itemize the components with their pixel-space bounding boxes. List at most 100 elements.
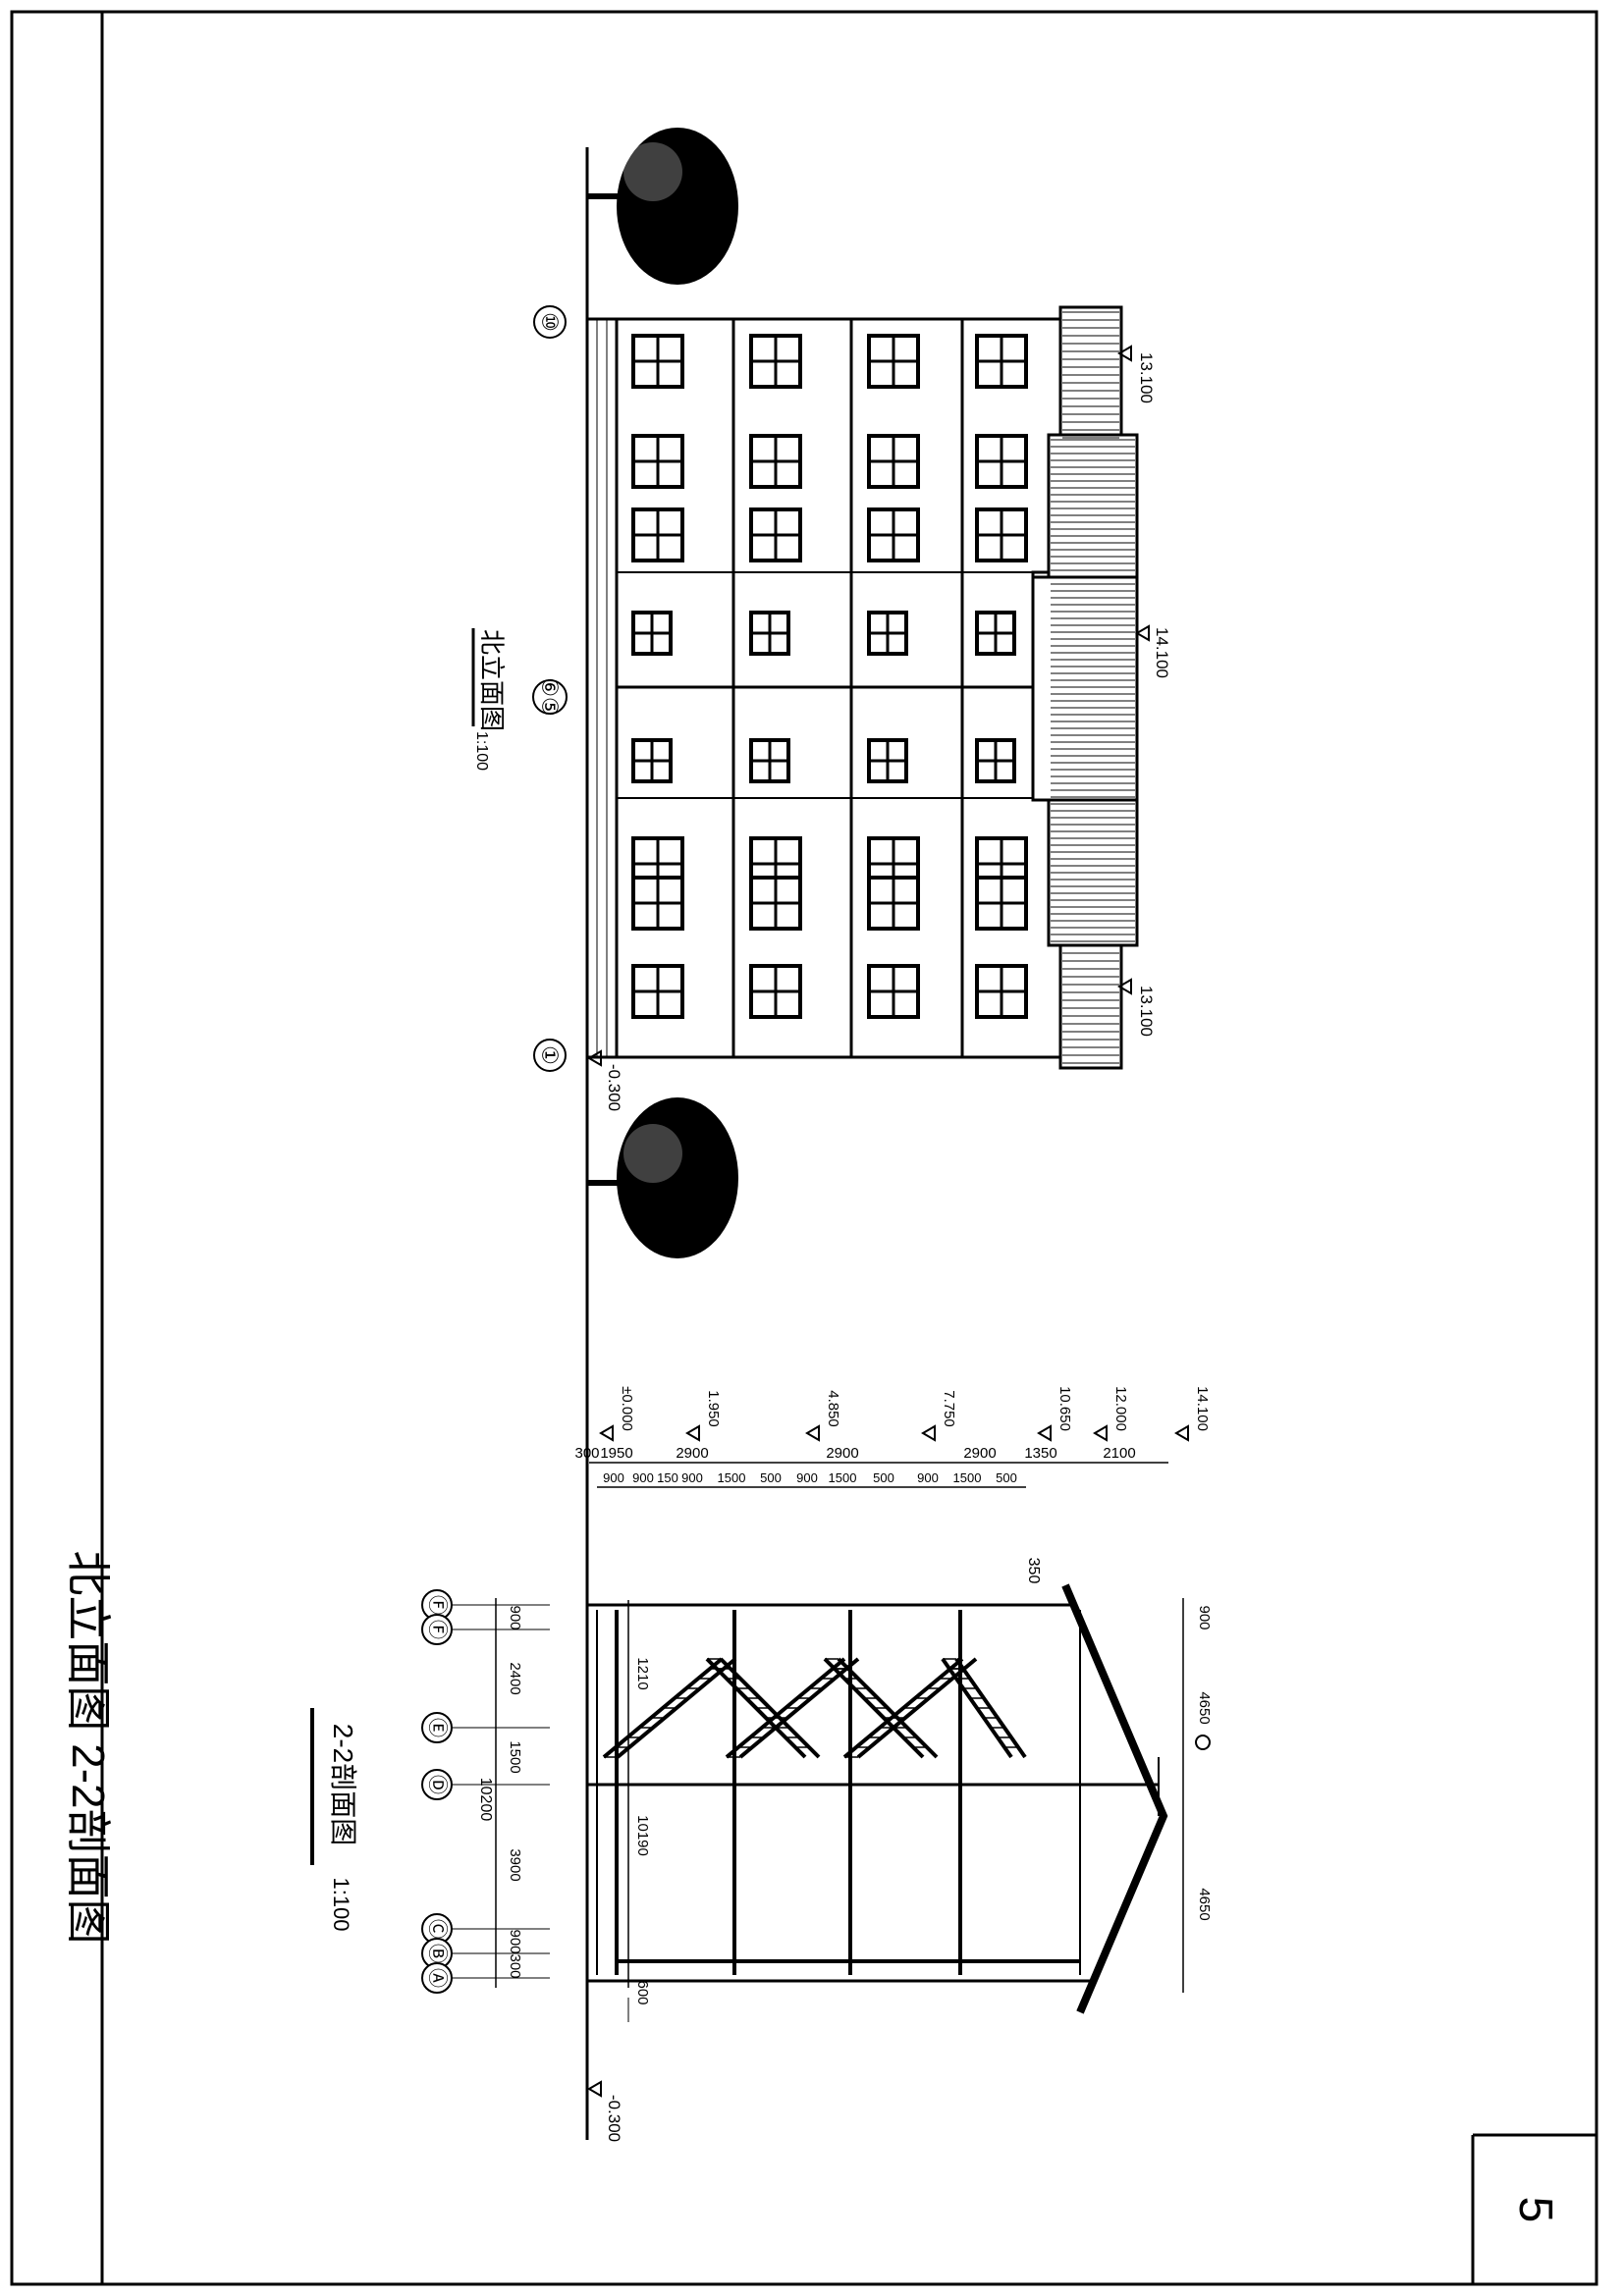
svg-text:Ⓑ: Ⓑ [426, 1944, 449, 1963]
stair-flight [705, 1657, 821, 1759]
level-eave-left: 13.100 [1117, 978, 1156, 1037]
axis-left: ① [533, 1039, 567, 1072]
section-axes: Ⓕ Ⓕ Ⓔ Ⓓ Ⓒ ⒷⒶ [421, 1589, 550, 1994]
elevation-windows [631, 334, 1028, 1019]
level-mark: 12.000 [1093, 1386, 1129, 1442]
level-mark: ±0.000 [599, 1386, 635, 1442]
section-axis-bubble: Ⓕ [421, 1614, 550, 1645]
svg-text:Ⓒ: Ⓒ [426, 1919, 449, 1939]
height-dim-inner: 1500 [953, 1470, 982, 1485]
parapet-dim: 350 [1025, 1558, 1042, 1584]
level-ground: -0.300 [587, 1049, 623, 1111]
sheet-title: 北立面图 2-2剖面图 [63, 1550, 114, 1944]
section-axis-bubble: Ⓐ [421, 1962, 550, 1994]
svg-text:13.100: 13.100 [1137, 352, 1156, 403]
elevation-window [867, 334, 920, 389]
height-dim-inner: 1500 [718, 1470, 746, 1485]
level-mark: 14.100 [1174, 1386, 1211, 1442]
stair-flight [602, 1657, 737, 1759]
svg-text:13.100: 13.100 [1137, 986, 1156, 1037]
height-dim-outer: 2900 [676, 1445, 708, 1462]
section-ground-level: -0.300 [605, 2095, 623, 2142]
elevation-window [867, 738, 908, 783]
elevation-window [975, 334, 1028, 389]
elevation-window [749, 876, 802, 931]
axis-dim: 900 [507, 1605, 523, 1629]
elevation-window [749, 507, 802, 562]
section-bottom-dims: 600 10190 1210 [627, 1600, 651, 2005]
height-dim-outer: 1350 [1024, 1445, 1056, 1462]
elevation-window [749, 611, 790, 656]
bottom-dim: 600 [634, 1980, 651, 2004]
height-dim-inner: 900 [681, 1470, 703, 1485]
section-axis-bubble: Ⓔ [421, 1712, 550, 1743]
svg-text:14.100: 14.100 [1194, 1386, 1211, 1431]
elevation-window [867, 507, 920, 562]
axis-dim: 300 [507, 1953, 523, 1978]
elevation-window [975, 738, 1016, 783]
axis-middle: ⑥⑤ [532, 677, 568, 717]
level-mark: 4.850 [805, 1390, 841, 1442]
svg-text:⑥⑤: ⑥⑤ [538, 677, 563, 716]
elevation-window [867, 876, 920, 931]
roof [1031, 305, 1139, 1070]
svg-text:Ⓔ: Ⓔ [426, 1718, 449, 1737]
height-dim-inner: 900 [632, 1470, 654, 1485]
svg-text:4.850: 4.850 [825, 1390, 841, 1427]
elevation-window [975, 434, 1028, 489]
roof-hatch [1051, 311, 1135, 1064]
roof-dim: 4650 [1196, 1691, 1213, 1724]
height-dim-inner: 150 [657, 1470, 678, 1485]
height-dim-inner: 900 [603, 1470, 624, 1485]
elevation-window [749, 964, 802, 1019]
height-dim-inner: 500 [760, 1470, 782, 1485]
axis-dim: 1500 [507, 1740, 523, 1773]
roof-dim: 900 [1196, 1605, 1213, 1629]
stairs [602, 1657, 1027, 1759]
elevation-window [975, 876, 1028, 931]
height-dim-outer: 1950 [600, 1445, 632, 1462]
axis-right: ⑩ [533, 305, 567, 339]
bottom-dim: 1210 [634, 1657, 651, 1689]
page-number: 5 [1509, 2197, 1561, 2223]
tree-top [587, 128, 738, 285]
svg-text:±0.000: ±0.000 [619, 1386, 635, 1431]
north-elevation: ① ⑥⑤ ⑩ -0.300 13.100 14.100 13.100 北 [471, 128, 1171, 2140]
stair-flight [823, 1657, 939, 1759]
roof-dim: 4650 [1196, 1888, 1213, 1920]
elevation-window [975, 964, 1028, 1019]
section-axis-bubble: Ⓓ [421, 1769, 550, 1800]
section-axis-bubble: Ⓑ [421, 1938, 550, 1969]
height-dim-inner: 900 [796, 1470, 818, 1485]
svg-text:14.100: 14.100 [1153, 627, 1171, 678]
height-dim-outer: 2900 [963, 1445, 996, 1462]
level-ridge: 14.100 [1135, 624, 1171, 678]
elevation-title: 北立面图 [477, 629, 507, 731]
elevation-window [631, 434, 684, 489]
level-eave-right: 13.100 [1117, 345, 1156, 403]
elevation-window [975, 507, 1028, 562]
svg-text:①: ① [538, 1045, 563, 1065]
height-dim-outer: 300 [574, 1445, 599, 1462]
svg-text:Ⓕ: Ⓕ [426, 1595, 449, 1615]
svg-text:Ⓕ: Ⓕ [426, 1620, 449, 1639]
level-mark: 1.950 [685, 1390, 722, 1442]
elevation-window [975, 611, 1016, 656]
height-dim-inner: 1500 [829, 1470, 857, 1485]
bottom-dim: 10190 [634, 1815, 651, 1856]
elevation-window [631, 738, 673, 783]
elevation-window [631, 964, 684, 1019]
elevation-window [631, 507, 684, 562]
elevation-window [867, 964, 920, 1019]
elevation-window [749, 738, 790, 783]
svg-text:Ⓓ: Ⓓ [426, 1775, 449, 1794]
stair-flight [941, 1657, 1027, 1759]
section-overall-dim: 10200 [477, 1778, 494, 1822]
level-mark: 7.750 [921, 1390, 957, 1442]
height-dim-outer: 2100 [1103, 1445, 1135, 1462]
height-dim-inner: 500 [996, 1470, 1017, 1485]
